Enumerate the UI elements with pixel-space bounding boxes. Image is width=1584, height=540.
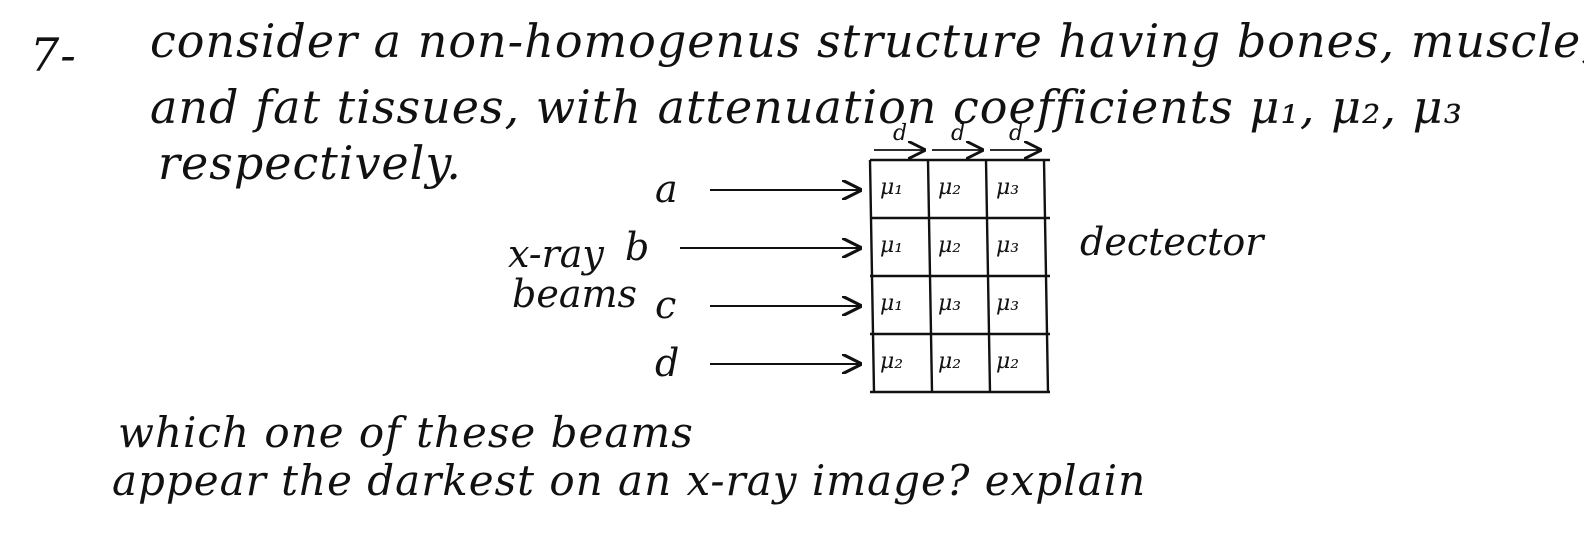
beam-label: d — [655, 341, 679, 385]
detector-label: dectector — [1080, 220, 1264, 264]
question-text-line-2: and fat tissues, with attenuation coeffi… — [150, 80, 1464, 134]
grid-cell-label: μ₃ — [996, 233, 1019, 258]
beam-label: a — [655, 167, 678, 211]
question-text-line-3: respectively. — [158, 136, 462, 190]
grid-cell-label: μ₂ — [996, 349, 1019, 374]
grid-cell-label: μ₂ — [938, 233, 961, 258]
beam-label: b — [625, 225, 649, 269]
grid-cell-label: μ₁ — [880, 233, 903, 258]
grid-cell-label: μ₂ — [938, 175, 961, 200]
beam-label: c — [655, 283, 676, 327]
grid-cell-label: μ₃ — [938, 291, 961, 316]
source-label-line-1: x-ray — [508, 232, 604, 276]
grid-cell-label: μ₁ — [880, 291, 903, 316]
question-text-line-1: consider a non-homogenus structure havin… — [150, 14, 1584, 68]
source-label-line-2: beams — [512, 272, 638, 316]
grid-cell-label: μ₂ — [880, 349, 903, 374]
grid-cell-label: μ₃ — [996, 175, 1019, 200]
spacing-label: d — [951, 121, 965, 146]
spacing-label: d — [893, 121, 907, 146]
grid-cell-label: μ₃ — [996, 291, 1019, 316]
prompt-line-1: which one of these beams — [118, 408, 694, 457]
grid-cell-label: μ₁ — [880, 175, 903, 200]
question-number: 7- — [30, 28, 77, 82]
spacing-label: d — [1009, 121, 1023, 146]
grid-cell-label: μ₂ — [938, 349, 961, 374]
prompt-line-2: appear the darkest on an x-ray image? ex… — [112, 456, 1147, 505]
